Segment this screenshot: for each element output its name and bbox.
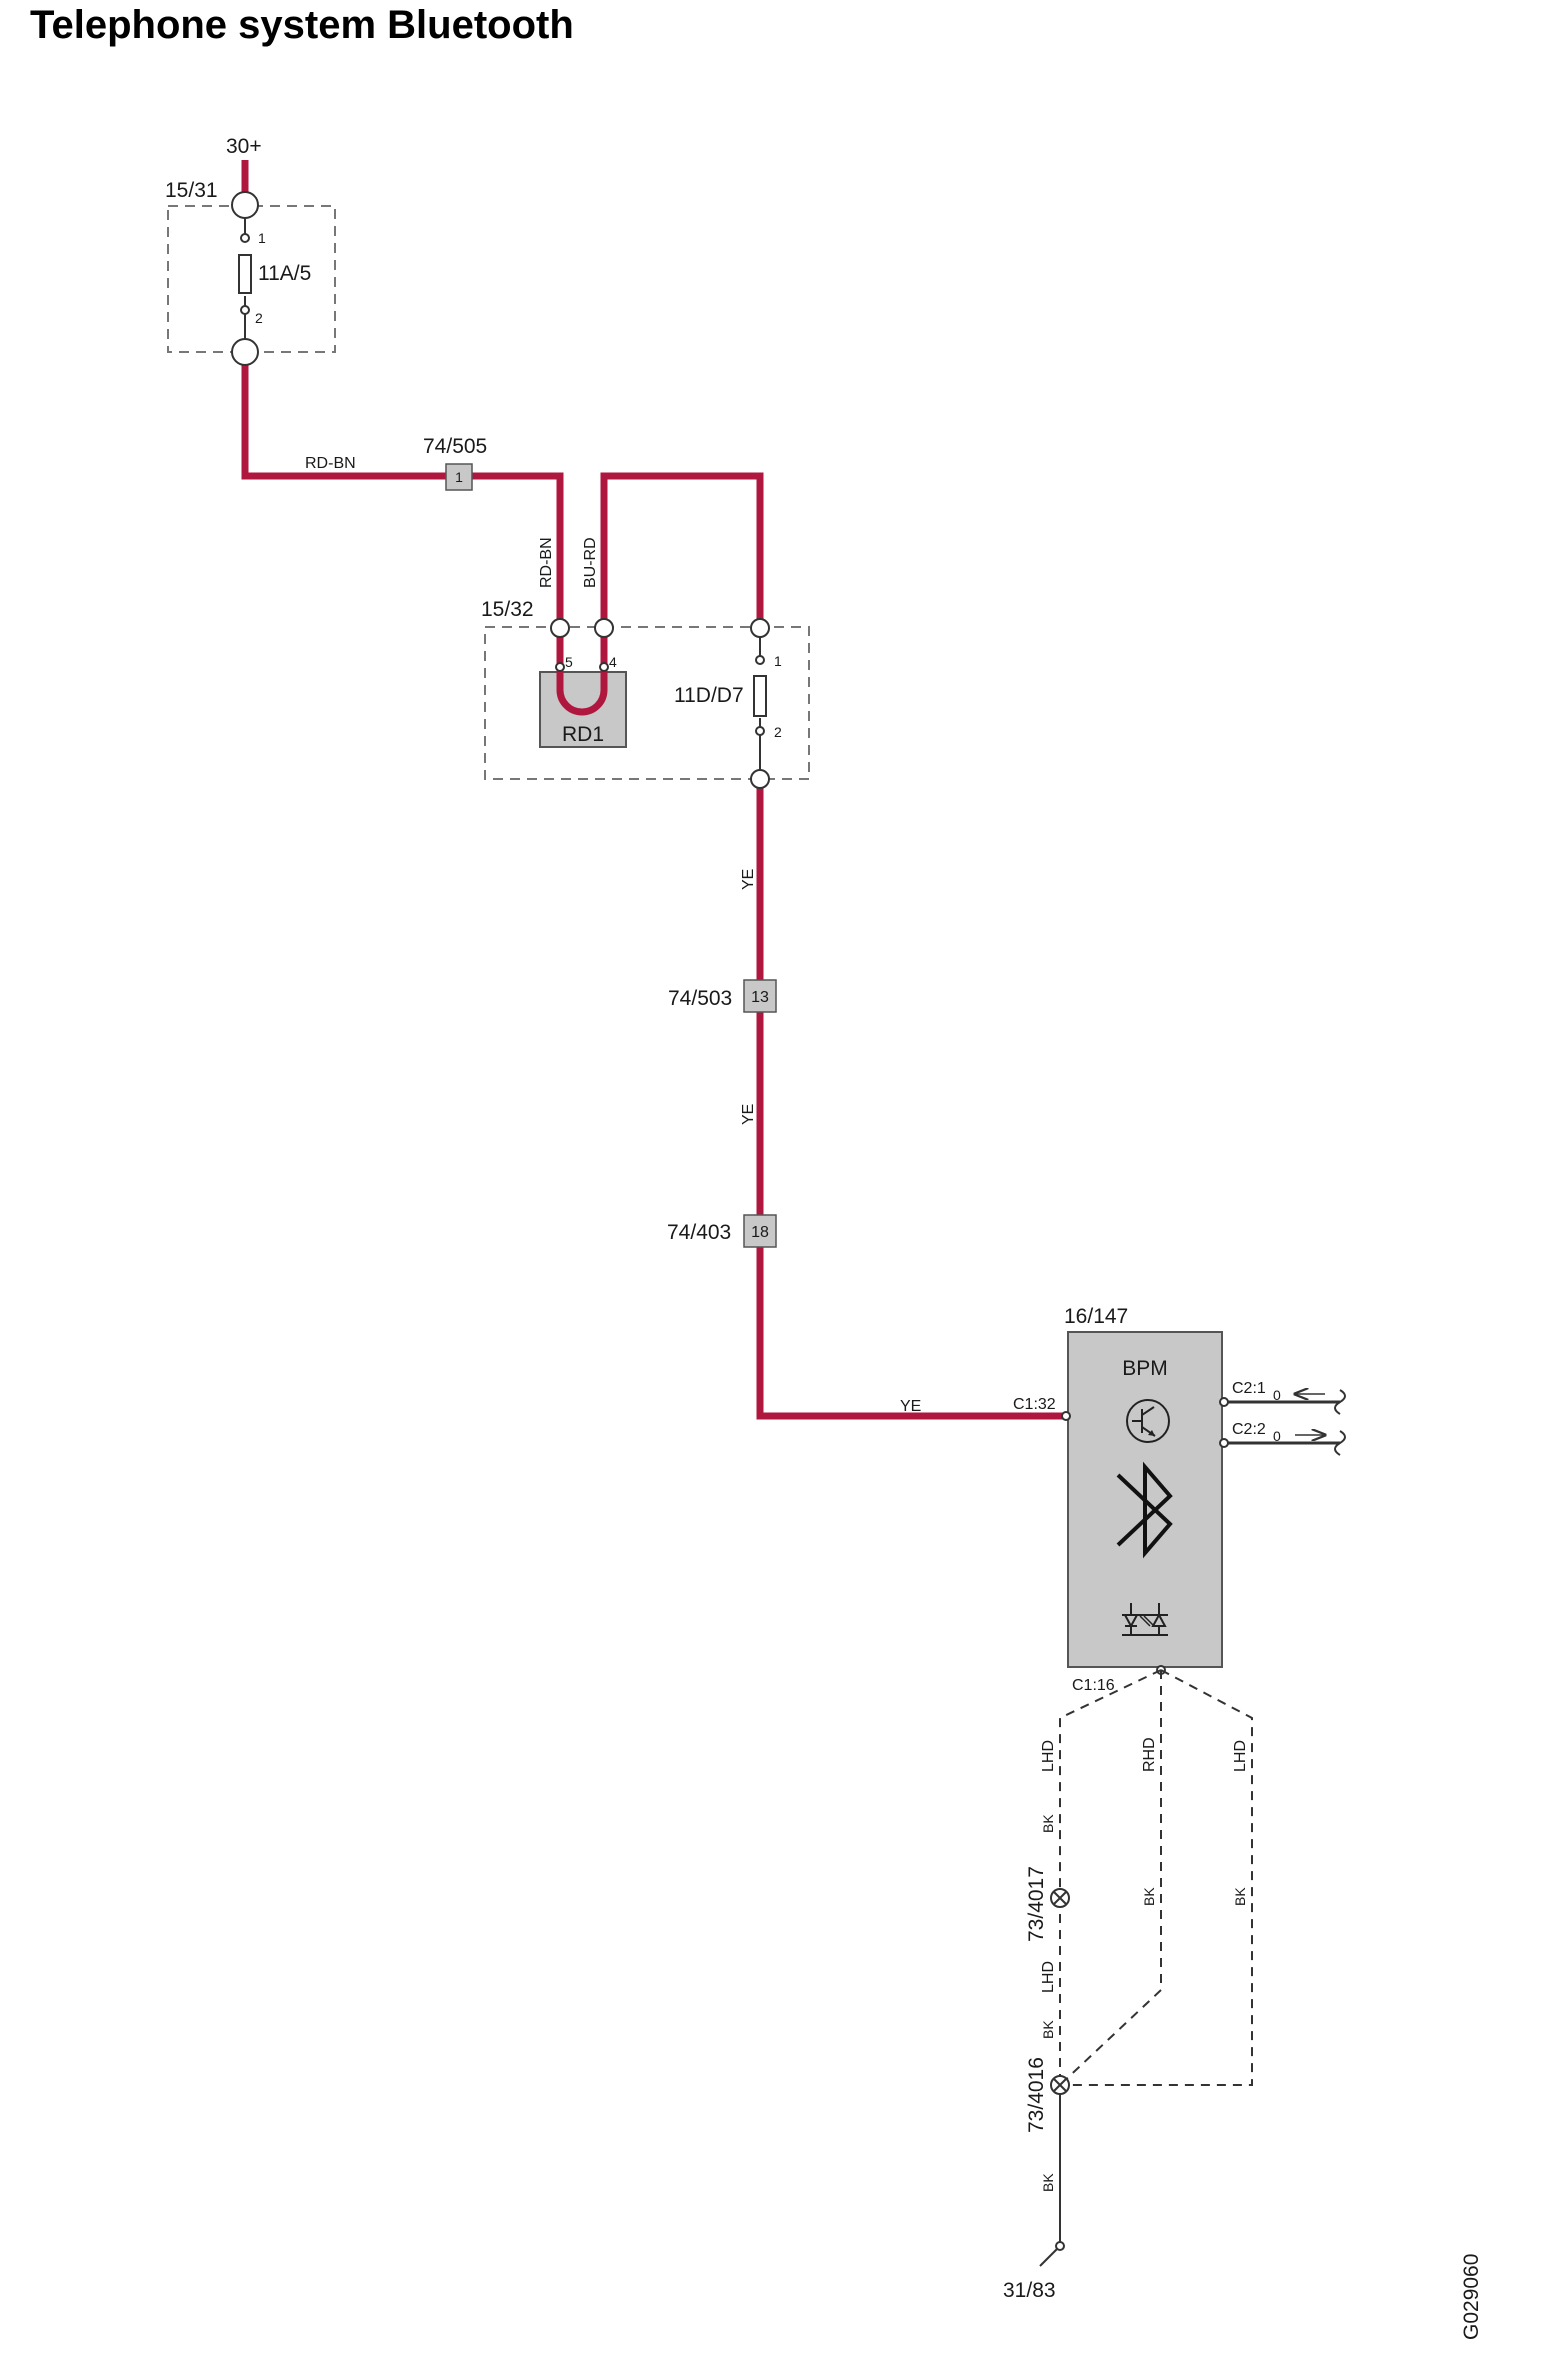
bluetooth-icon	[1116, 1461, 1173, 1559]
pin-c2-2-value: 0	[1273, 1428, 1281, 1444]
rhd-label: RHD	[1141, 1737, 1158, 1772]
relay-pin-4	[599, 662, 609, 672]
fuse-1-pin-out-label: 2	[255, 310, 263, 326]
fuse-1-symbol	[238, 254, 252, 294]
pin-c2-2-label: C2:2	[1232, 1421, 1266, 1438]
ground-wire-lhd-right	[1060, 1669, 1253, 2086]
lhd-label-3: LHD	[1040, 1961, 1057, 1993]
fuse-1-pin-1	[240, 233, 250, 243]
fuse-1-bottom-terminal	[231, 338, 259, 366]
fuse-2-top-terminal	[750, 618, 770, 638]
wire-fuse-1-to-relay	[241, 352, 564, 622]
ground-wire-rhd	[1059, 1670, 1162, 2086]
relay-label: RD1	[562, 723, 604, 746]
bk-label-1: BK	[1040, 1814, 1056, 1833]
relay-pin-4-label: 4	[609, 654, 617, 670]
ground-31-83-label: 31/83	[1003, 2279, 1056, 2302]
diode-pair-icon	[1122, 1603, 1168, 1636]
bk-label-5: BK	[1040, 2173, 1056, 2192]
supply-label: 30+	[226, 135, 262, 158]
diagram-title: Telephone system Bluetooth	[30, 3, 574, 47]
pin-c1-32-label: C1:32	[1013, 1396, 1056, 1413]
ground-73-4017-label: 73/4017	[1025, 1866, 1048, 1942]
wire-ye-label-2: YE	[740, 1104, 757, 1125]
lhd-label-2: LHD	[1232, 1740, 1249, 1772]
fuse-2-bottom-terminal	[750, 769, 770, 789]
connector-74-505	[445, 463, 473, 491]
pin-c2-1-value: 0	[1273, 1387, 1281, 1403]
fuse-2-pin-in-label: 1	[774, 653, 782, 669]
connector-74-505-label: 74/505	[423, 435, 487, 458]
pin-c1-32-terminal	[1061, 1411, 1071, 1421]
fusebox-2-frame	[484, 626, 810, 780]
bk-label-2: BK	[1141, 1887, 1157, 1906]
c2-2-break-icon	[1334, 1430, 1346, 1456]
pin-c1-16-label: C1:16	[1072, 1677, 1115, 1694]
module-name-label: BPM	[1122, 1357, 1168, 1380]
wire-rd-bn-vertical-label: RD-BN	[538, 537, 555, 588]
transistor-icon	[1126, 1399, 1170, 1443]
wire-relay-to-fuse-2	[600, 472, 764, 622]
fuse-1-top-terminal	[231, 191, 259, 219]
fuse-2-pin-2	[755, 726, 765, 736]
ground-point-73-4017-icon	[1050, 1888, 1070, 1908]
connector-74-503	[743, 979, 777, 1013]
connector-74-403-label: 74/403	[667, 1221, 731, 1244]
fuse-2-pin-out-label: 2	[774, 724, 782, 740]
wire-ye-label-1: YE	[740, 869, 757, 890]
chassis-ground-icon	[1039, 2241, 1065, 2267]
fuse-2-symbol	[753, 675, 767, 717]
connector-74-403-pin: 18	[751, 1224, 769, 1241]
connector-74-503-pin: 13	[751, 989, 769, 1006]
ground-point-73-4016-icon	[1050, 2075, 1070, 2095]
ground-wire-lhd-left	[1059, 1669, 1162, 1898]
fusebox-2-label: 15/32	[481, 598, 534, 621]
bk-label-4: BK	[1040, 2020, 1056, 2039]
fuse-2-label: 11D/D7	[674, 684, 744, 707]
pin-c2-1-label: C2:1	[1232, 1380, 1266, 1397]
pin-c2-1-terminal	[1219, 1397, 1229, 1407]
c2-1-break-icon	[1334, 1389, 1346, 1415]
wire-relay-coil	[556, 666, 608, 716]
lhd-label-1: LHD	[1040, 1740, 1057, 1772]
module-id-label: 16/147	[1064, 1305, 1128, 1328]
fuse-1-pin-2	[240, 305, 250, 315]
relay-top-terminal-4	[594, 618, 614, 638]
connector-74-503-label: 74/503	[668, 987, 732, 1010]
wire-fuse-2-to-module	[756, 778, 1066, 1420]
drawing-id-label: G029060	[1460, 2254, 1483, 2340]
relay-top-terminal-5	[550, 618, 570, 638]
relay-pin-5-label: 5	[565, 654, 573, 670]
fuse-1-pin-in-label: 1	[258, 230, 266, 246]
fuse-2-pin-1	[755, 655, 765, 665]
connector-74-505-pin: 1	[455, 469, 463, 485]
ground-73-4016-label: 73/4016	[1025, 2057, 1048, 2133]
fusebox-1-label: 15/31	[165, 179, 218, 202]
connector-74-403	[743, 1214, 777, 1248]
pin-c2-2-terminal	[1219, 1438, 1229, 1448]
wire-rd-bn-label: RD-BN	[305, 455, 356, 472]
fuse-1-label: 11A/5	[258, 262, 311, 285]
bk-label-3: BK	[1232, 1887, 1248, 1906]
relay-pin-5	[555, 662, 565, 672]
wire-bu-rd-vertical-label: BU-RD	[582, 537, 599, 588]
wire-ye-label-3: YE	[900, 1398, 921, 1415]
